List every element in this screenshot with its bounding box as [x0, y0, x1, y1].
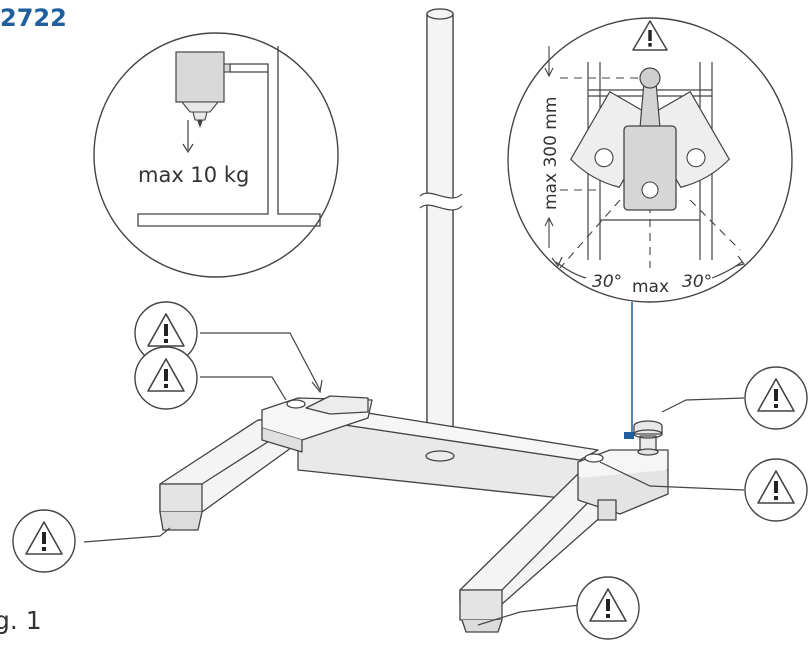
warning-triangle-icon: [12, 509, 76, 573]
vertical-pole: [419, 8, 463, 460]
warning-callouts: [12, 301, 808, 640]
warning-triangle-icon: [744, 458, 808, 522]
warning-triangle-icon: [744, 366, 808, 430]
warning-triangle-icon: [134, 346, 198, 410]
angle-center-label: max: [632, 277, 669, 297]
warning-triangle-icon: [576, 576, 640, 640]
load-label: max 10 kg: [138, 163, 249, 187]
stand-base: [159, 395, 669, 633]
warning-triangle-icon: [632, 20, 668, 51]
figure-caption: g. 1: [0, 606, 42, 635]
angle-left-label: 30°: [592, 272, 622, 292]
height-label: max 300 mm: [541, 97, 561, 210]
detail-load-circle: [93, 32, 339, 278]
detail-swing-circle: [507, 17, 793, 434]
product-id: 2722: [0, 4, 67, 32]
angle-right-label: 30°: [682, 272, 712, 292]
